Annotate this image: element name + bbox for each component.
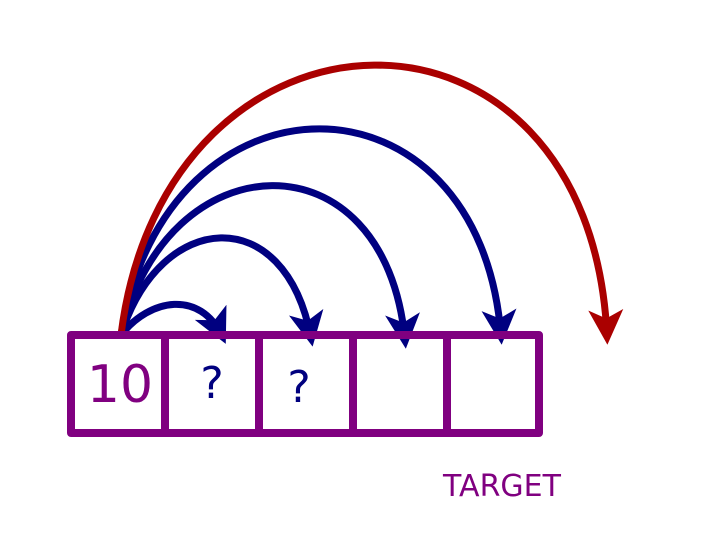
jump-arrow-3 <box>117 182 420 349</box>
target-label: TARGET <box>442 469 562 504</box>
jump-arrow-4 <box>117 125 517 345</box>
cell-value-0: 10 <box>87 355 153 415</box>
array-cell-4 <box>443 331 543 437</box>
cell-value-2: ? <box>287 362 310 413</box>
jump-arrow-target <box>117 61 624 345</box>
array-cell-3 <box>349 331 451 437</box>
array <box>67 331 543 437</box>
jump-arrow-2 <box>117 234 324 347</box>
cell-value-1: ? <box>200 358 223 409</box>
jump-arrow-1 <box>117 300 227 344</box>
